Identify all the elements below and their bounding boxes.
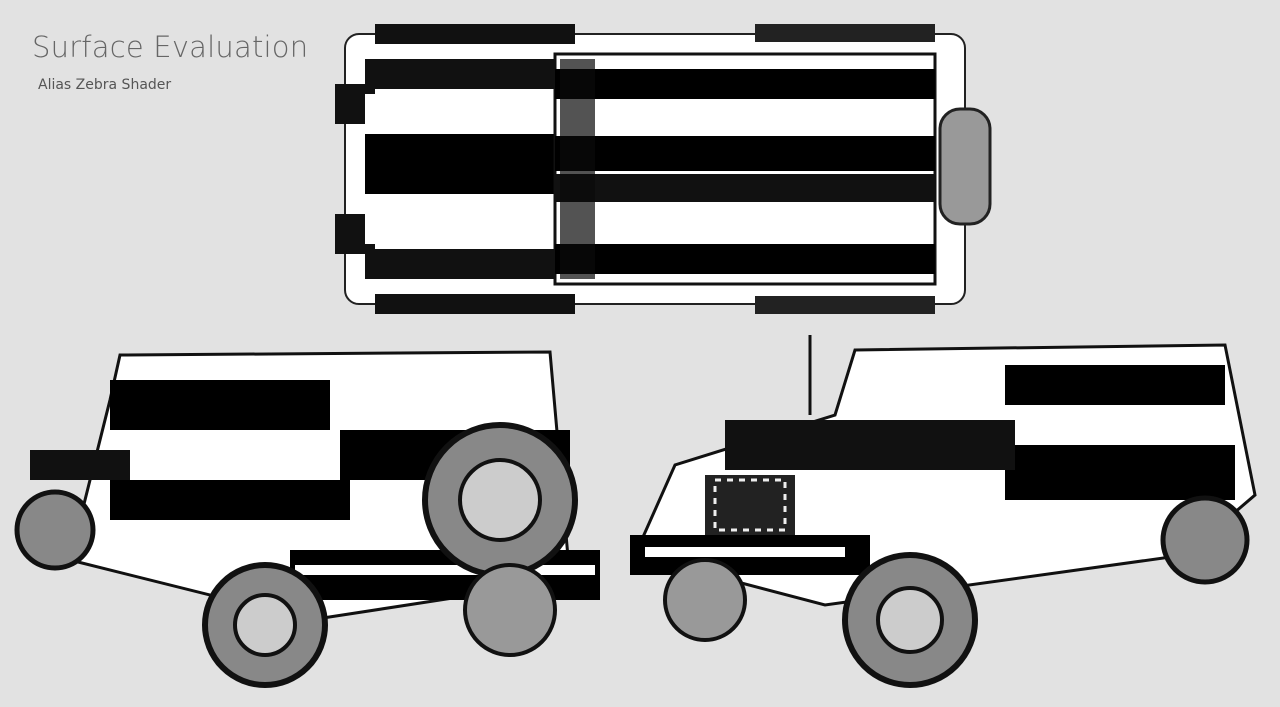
jeep-front-view: [630, 335, 1257, 688]
jeep-rear-view: [14, 350, 600, 688]
page-subtitle: Alias Zebra Shader: [38, 77, 172, 93]
page-title: Surface Evaluation: [32, 30, 309, 64]
jeep-top-view: [335, 24, 992, 314]
